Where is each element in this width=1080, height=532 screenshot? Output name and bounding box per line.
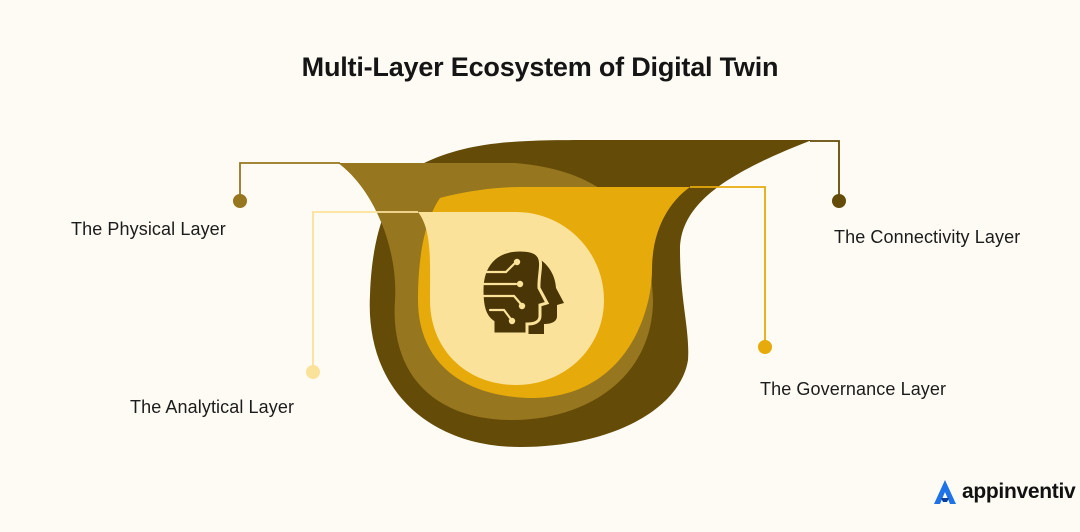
analytical-callout-line bbox=[312, 211, 418, 372]
physical-callout-line bbox=[239, 162, 340, 201]
analytical-callout-dot bbox=[306, 365, 320, 379]
brand-logo: appinventiv bbox=[932, 478, 1076, 506]
connectivity-layer-label: The Connectivity Layer bbox=[834, 227, 1021, 247]
governance-layer-label: The Governance Layer bbox=[760, 379, 947, 399]
governance-callout-line bbox=[690, 186, 766, 347]
page-title: Multi-Layer Ecosystem of Digital Twin bbox=[301, 52, 779, 82]
physical-layer-label: The Physical Layer bbox=[71, 219, 226, 239]
appinventiv-logo-icon bbox=[934, 480, 956, 504]
connectivity-callout-dot bbox=[832, 194, 846, 208]
ai-brain-heads-icon bbox=[480, 248, 564, 336]
brand-name: appinventiv bbox=[962, 480, 1076, 503]
physical-callout-dot bbox=[233, 194, 247, 208]
governance-callout-dot bbox=[758, 340, 772, 354]
connectivity-callout-line bbox=[810, 140, 840, 201]
analytical-layer-label: The Analytical Layer bbox=[130, 397, 295, 417]
